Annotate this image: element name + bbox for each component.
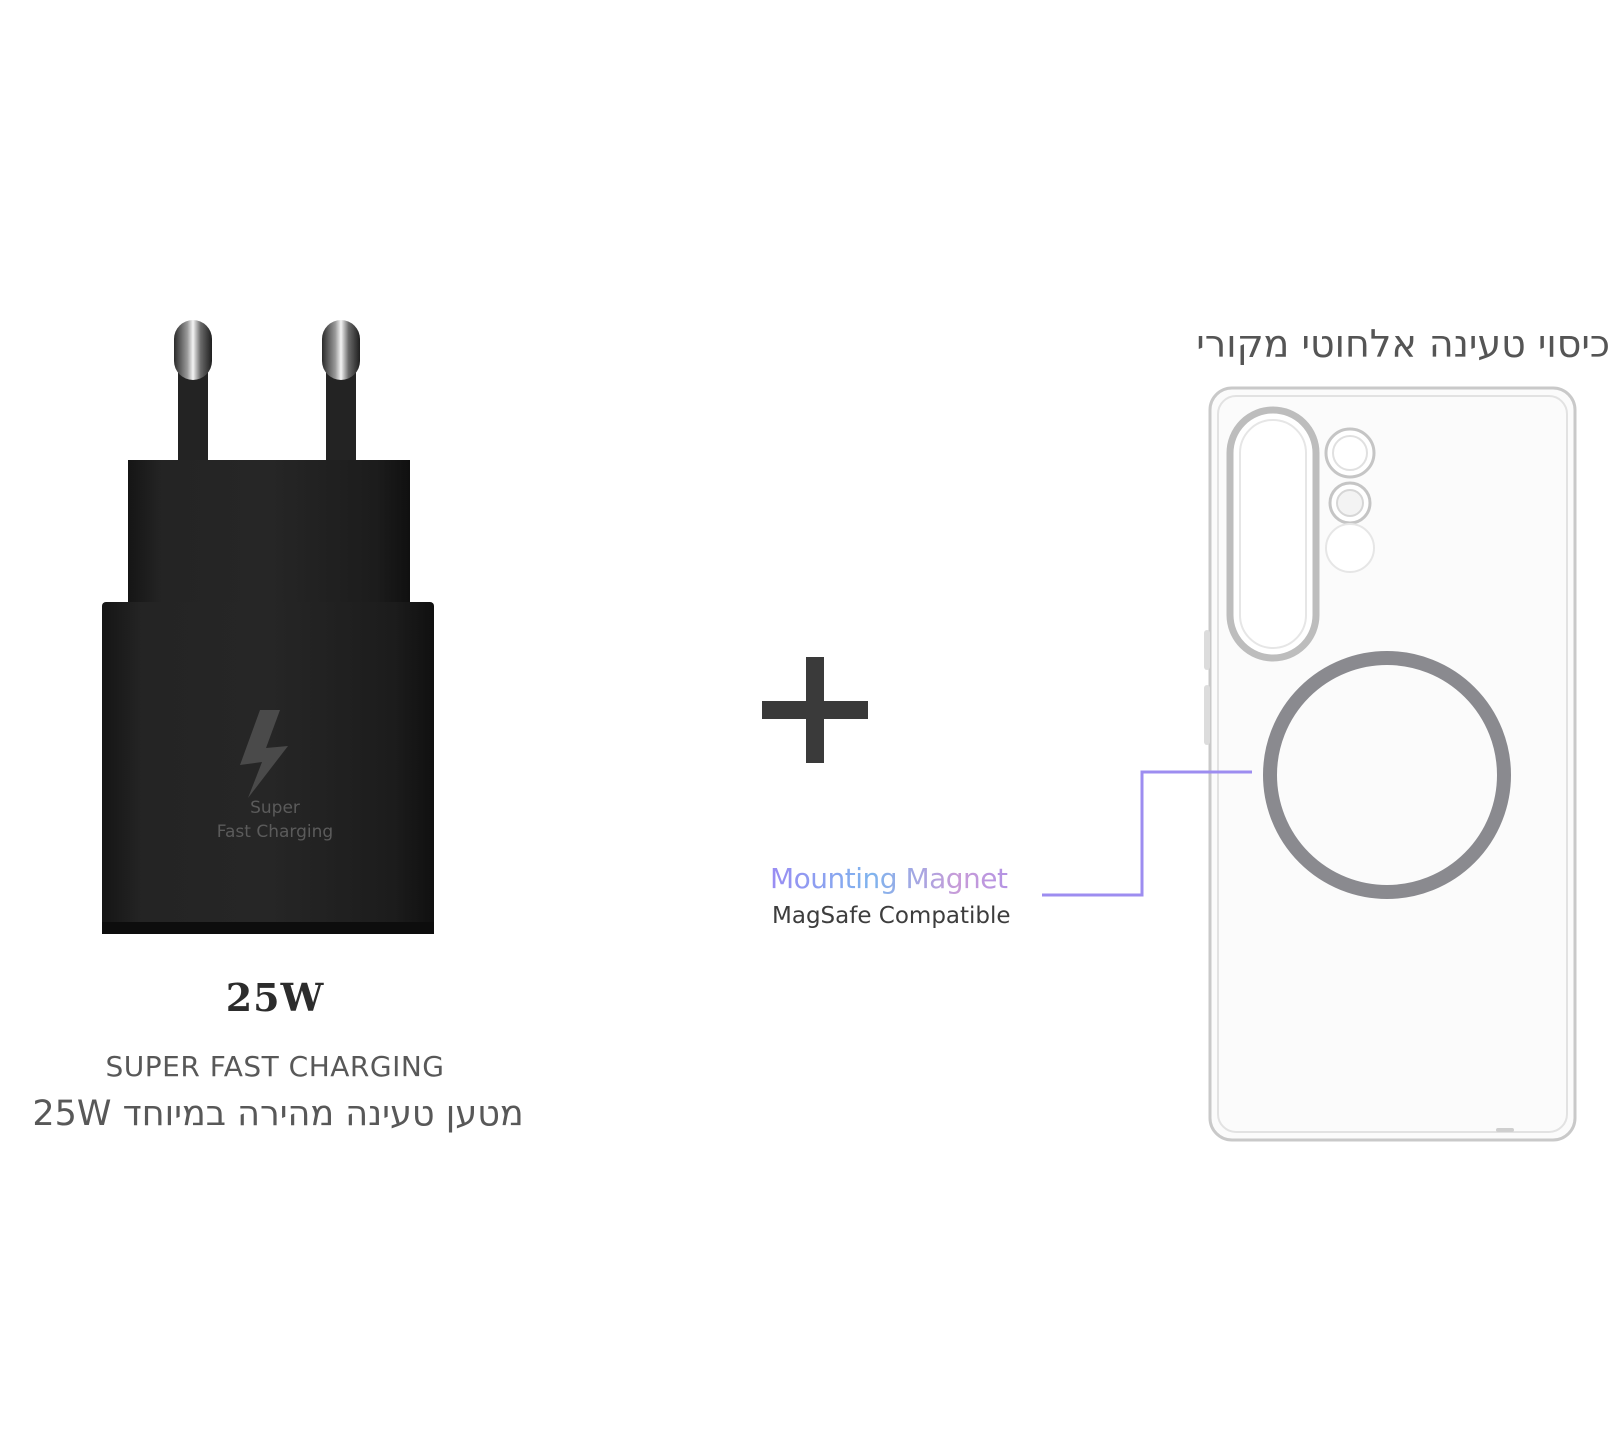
magsafe-label: MagSafe Compatible — [772, 903, 1011, 929]
plug-pin-right — [322, 320, 360, 470]
leader-line — [1042, 770, 1252, 897]
charger-caption-english: SUPER FAST CHARGING — [105, 1050, 445, 1083]
charger-device-label-line2: Fast Charging — [216, 822, 334, 842]
case-title-hebrew: כיסוי טעינה אלחוטי מקורי — [1196, 322, 1610, 366]
charger-image — [102, 320, 434, 934]
power-title: 25W — [225, 975, 325, 1020]
phone-case-image — [1204, 386, 1577, 1142]
magsafe-ring — [1263, 651, 1511, 899]
camera-cutout — [1226, 406, 1320, 662]
charger-head — [128, 460, 410, 610]
charger-device-label-line1: Super — [250, 798, 300, 818]
charger-caption-hebrew: מטען טעינה מהירה במיוחד 25W — [32, 1094, 524, 1134]
plus-icon — [762, 657, 868, 763]
lightning-bolt-icon — [240, 710, 288, 798]
plug-pin-left — [174, 320, 212, 470]
lens-cutout — [1325, 523, 1375, 573]
magnet-label: Mounting Magnet — [770, 862, 1060, 895]
